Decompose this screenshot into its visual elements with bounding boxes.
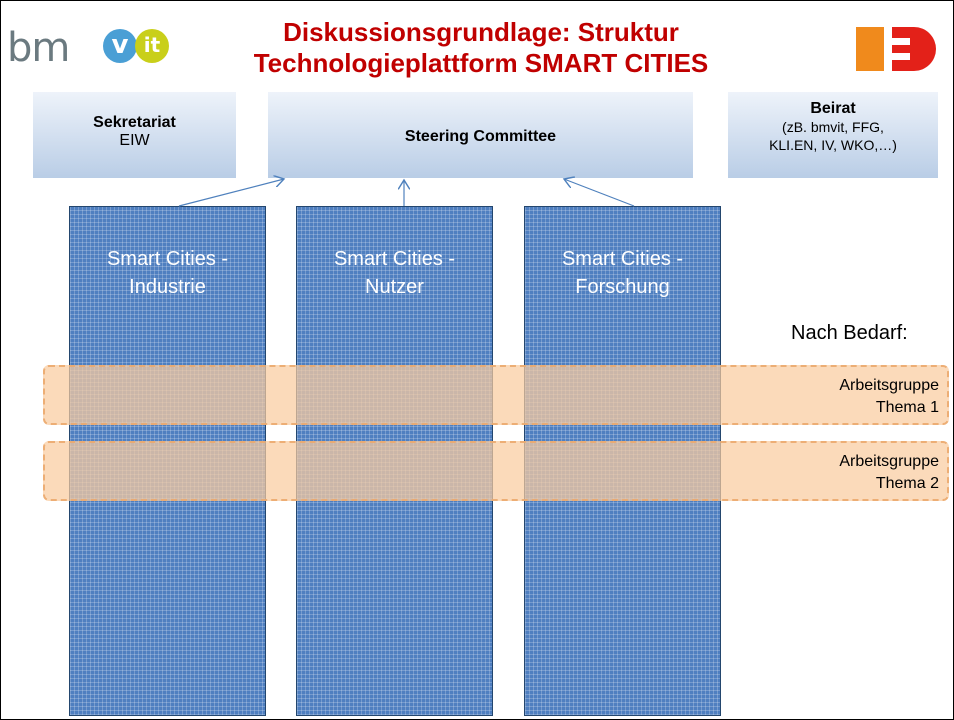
column-forschung-line-2: Forschung xyxy=(575,276,670,298)
logo-v-circle: v xyxy=(103,29,137,63)
working-group-1-line-1: Arbeitsgruppe xyxy=(839,377,939,394)
steering-committee-box: Steering Committee xyxy=(268,92,693,178)
beirat-line-1: (zB. bmvit, FFG, xyxy=(782,119,884,135)
bmvit-logo: bm v it xyxy=(7,17,182,73)
working-group-2-line-1: Arbeitsgruppe xyxy=(839,453,939,470)
column-industrie-line-2: Industrie xyxy=(129,276,206,298)
working-group-1-line-2: Thema 1 xyxy=(875,399,939,416)
working-group-2-line-2: Thema 2 xyxy=(875,475,939,492)
beirat-line-2: KLI.EN, IV, WKO,…) xyxy=(769,137,897,153)
logo-orange-block xyxy=(856,27,884,71)
logo-it-circle: it xyxy=(135,29,169,63)
working-group-band-1: Arbeitsgruppe Thema 1 xyxy=(43,365,949,425)
column-forschung-line-1: Smart Cities - xyxy=(561,248,684,270)
nach-bedarf-label: Nach Bedarf: xyxy=(791,322,908,344)
logo-red-plug xyxy=(892,27,936,71)
column-industrie-line-1: Smart Cities - xyxy=(106,248,229,270)
sekretariat-title: Sekretariat xyxy=(93,114,176,131)
title-line-1: Diskussionsgrundlage: Struktur xyxy=(283,17,679,47)
logo-text: bm xyxy=(7,25,70,71)
logo-plug-slot-bottom xyxy=(892,53,910,60)
working-group-band-2: Arbeitsgruppe Thema 2 xyxy=(43,441,949,501)
title-line-2: Technologieplattform SMART CITIES xyxy=(253,48,709,78)
column-nutzer: Smart Cities - Nutzer xyxy=(296,206,493,716)
logo-plug-slot-top xyxy=(892,38,910,45)
sekretariat-subtitle: EIW xyxy=(119,132,150,149)
arrow-forschung-to-steering xyxy=(564,179,635,207)
beirat-box: Beirat (zB. bmvit, FFG, KLI.EN, IV, WKO,… xyxy=(728,92,938,178)
beirat-title: Beirat xyxy=(810,100,856,117)
steering-committee-title: Steering Committee xyxy=(404,128,557,145)
arrow-industrie-to-steering xyxy=(178,179,284,207)
column-nutzer-line-1: Smart Cities - xyxy=(333,248,456,270)
page-title: Diskussionsgrundlage: Struktur Technolog… xyxy=(161,17,801,79)
sekretariat-box: Sekretariat EIW xyxy=(33,92,236,178)
plug-logo xyxy=(856,27,946,73)
column-nutzer-line-2: Nutzer xyxy=(365,276,424,298)
